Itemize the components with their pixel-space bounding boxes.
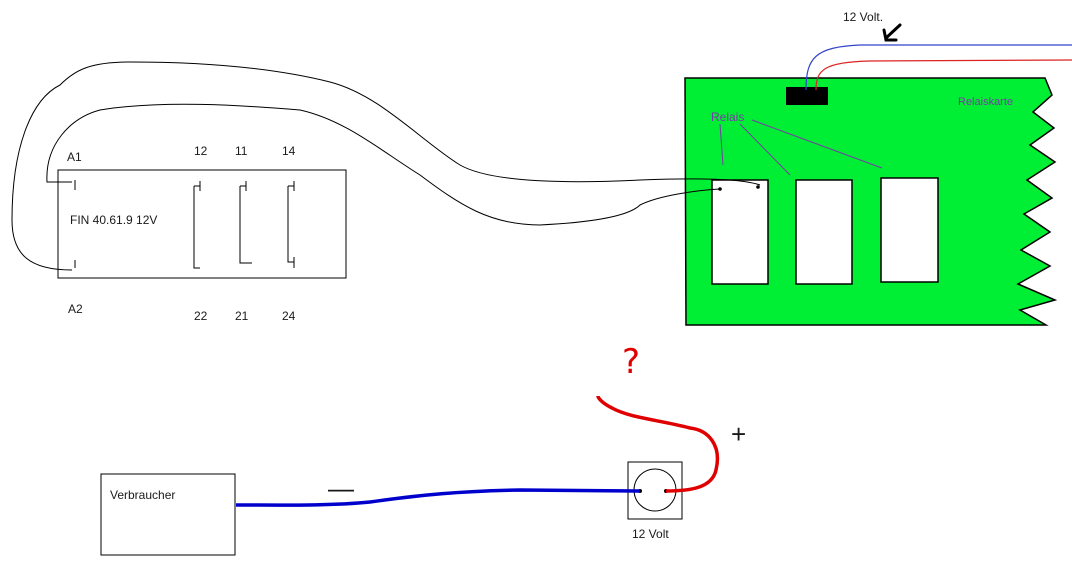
supply-connector — [786, 87, 828, 105]
positive-wire — [596, 395, 720, 493]
socket-label: 12 Volt — [632, 527, 669, 541]
arrow-icon — [882, 23, 902, 42]
pin-24-label: 24 — [282, 309, 296, 323]
board-relay-3 — [880, 177, 939, 283]
minus-mark: — — [328, 473, 354, 503]
pin-12-label: 12 — [194, 144, 208, 158]
load-box — [100, 473, 236, 556]
relais-pointer-2 — [739, 123, 791, 176]
question-mark: ? — [622, 342, 641, 382]
board-relay-2 — [795, 179, 853, 285]
pin-a1-label: A1 — [67, 150, 82, 164]
pin-a2-label: A2 — [68, 302, 83, 316]
contact-12-22 — [193, 181, 201, 269]
pin-22-label: 22 — [194, 309, 208, 323]
relais-pointer-3 — [751, 119, 883, 169]
board-relay-1 — [711, 179, 769, 285]
relay-card-title: Relaiskarte — [958, 96, 1014, 108]
pin-11-label: 11 — [235, 144, 248, 158]
contact-11-21 — [239, 181, 252, 264]
relais-label: Relais — [711, 110, 745, 124]
relay-model-label: FIN 40.61.9 12V — [70, 213, 158, 227]
supply-wire-red — [815, 59, 1072, 91]
contact-14-24 — [287, 181, 295, 268]
negative-wire — [235, 488, 641, 507]
control-wire-outer — [11, 61, 761, 271]
pin-21-label: 21 — [235, 309, 249, 323]
supply-wire-blue — [805, 44, 1072, 91]
control-wire-inner — [46, 103, 721, 226]
relay-board — [684, 77, 1058, 326]
pin-14-label: 14 — [282, 144, 296, 158]
board-relay-terminal-b — [756, 185, 760, 189]
relais-pointer-1 — [719, 123, 724, 166]
fin-relay-box — [57, 169, 347, 279]
supply-label: 12 Volt. — [843, 10, 884, 24]
plus-mark: + — [731, 419, 747, 449]
load-label: Verbraucher — [110, 488, 176, 502]
